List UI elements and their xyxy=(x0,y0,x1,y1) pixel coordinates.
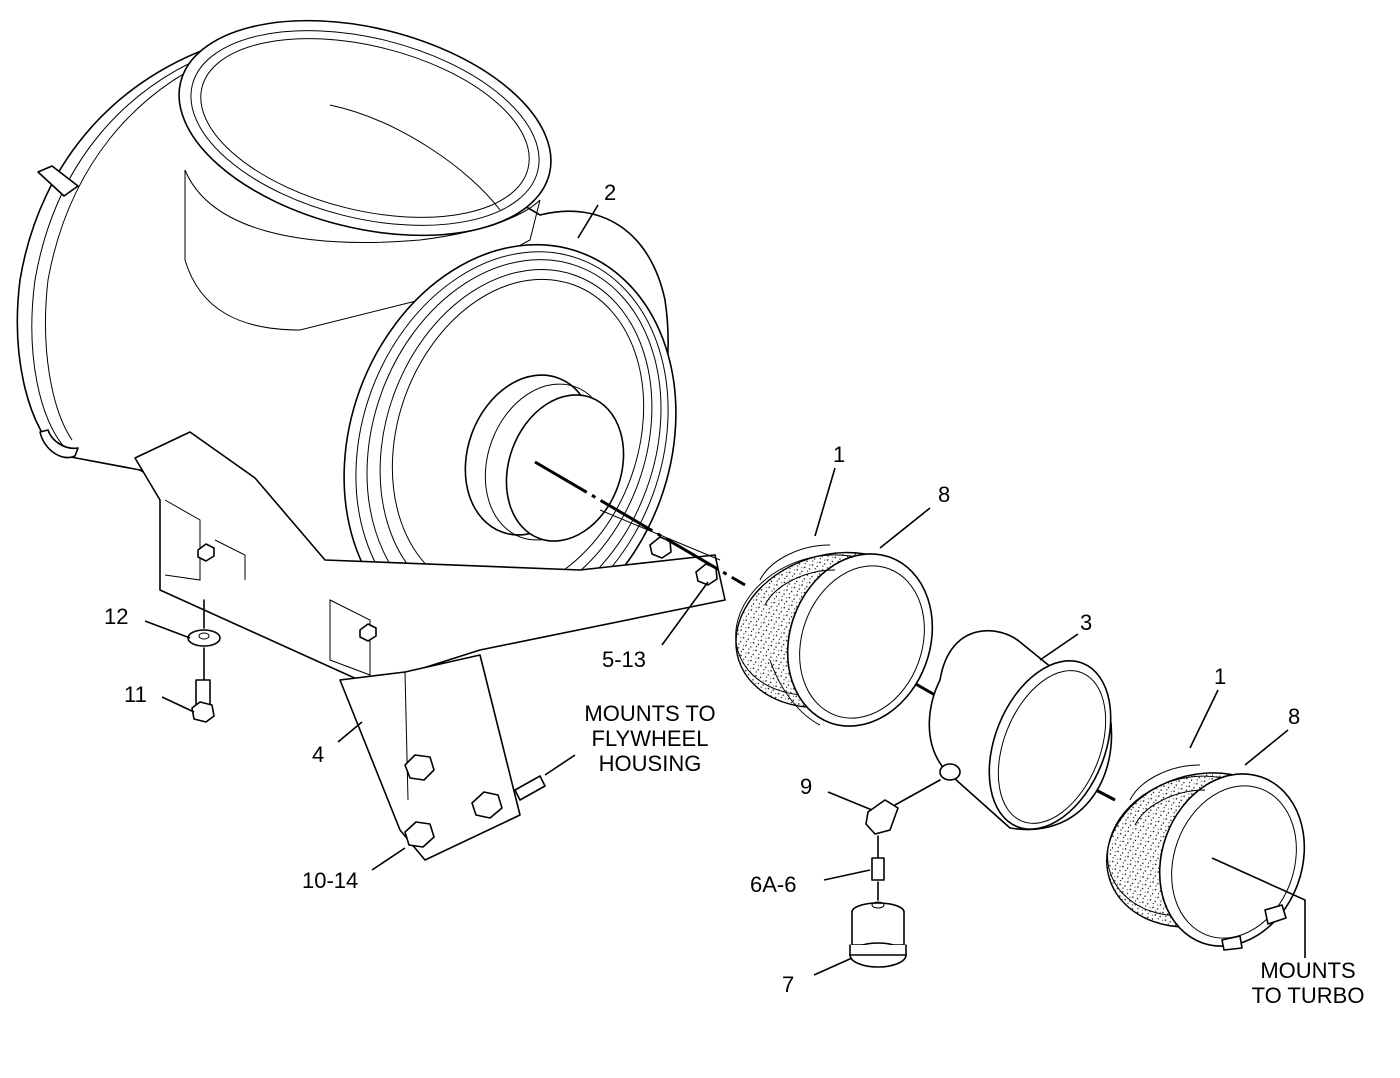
callout-8-first: 8 xyxy=(938,482,950,507)
callout-8-second: 8 xyxy=(1288,704,1300,729)
callout-10-14: 10-14 xyxy=(302,868,358,893)
washer-and-bolt xyxy=(187,599,221,723)
callout-4: 4 xyxy=(312,742,324,767)
note-flywheel-line-3: HOUSING xyxy=(599,751,702,776)
callout-12: 12 xyxy=(104,604,128,629)
adapter-tube xyxy=(928,630,1113,831)
note-turbo-line-1: MOUNTS xyxy=(1260,958,1355,983)
leader-lines xyxy=(144,204,1306,976)
callout-1-second: 1 xyxy=(1214,664,1226,689)
hose-assembly-1 xyxy=(735,544,934,727)
callout-7: 7 xyxy=(782,972,794,997)
callout-3: 3 xyxy=(1080,610,1092,635)
hose-assembly-2 xyxy=(1106,764,1306,951)
note-turbo-line-2: TO TURBO xyxy=(1252,983,1365,1008)
callout-9: 9 xyxy=(800,774,812,799)
callout-2: 2 xyxy=(604,180,616,205)
note-flywheel-line-2: FLYWHEEL xyxy=(592,726,709,751)
callout-5-13: 5-13 xyxy=(602,647,646,672)
callout-1-first: 1 xyxy=(833,442,845,467)
restriction-indicator xyxy=(849,779,941,968)
note-flywheel-line-1: MOUNTS TO xyxy=(584,701,715,726)
callout-6a-6: 6A-6 xyxy=(750,872,796,897)
callout-11: 11 xyxy=(124,682,147,707)
callout-labels: 2 1 8 3 1 8 5-13 12 11 4 10-14 9 6A-6 7 … xyxy=(104,180,1364,1008)
